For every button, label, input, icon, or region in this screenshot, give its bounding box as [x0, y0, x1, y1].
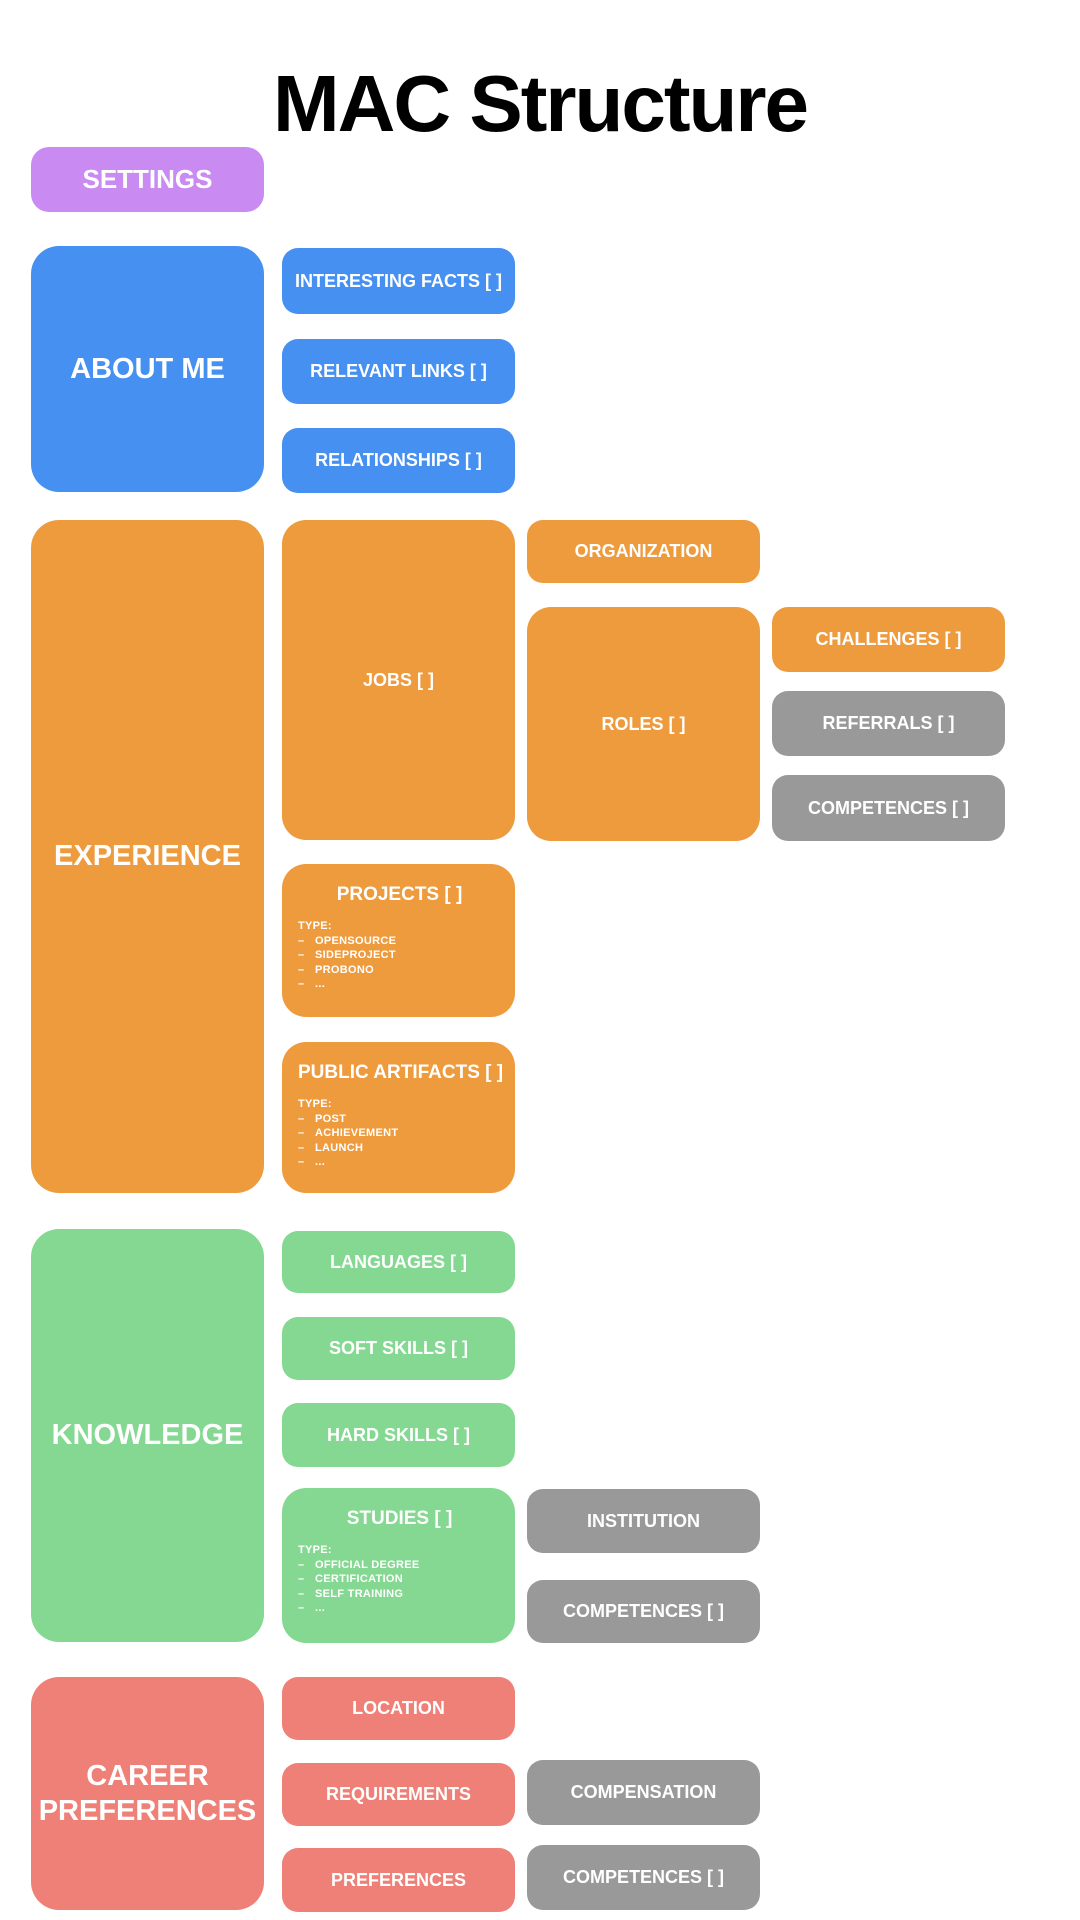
- type-label: TYPE:: [298, 1544, 332, 1556]
- node-competences-career: COMPETENCES [ ]: [527, 1845, 760, 1910]
- node-about-me-label: ABOUT ME: [70, 352, 225, 385]
- node-compensation-label: COMPENSATION: [570, 1782, 717, 1802]
- node-jobs: JOBS [ ]: [282, 520, 515, 840]
- node-referrals-label: REFERRALS [ ]: [822, 713, 955, 733]
- list-item-text: POST: [315, 1112, 347, 1125]
- node-projects: PROJECTS [ ] TYPE: –OPENSOURCE –SIDEPROJ…: [282, 864, 515, 1017]
- node-requirements-label: REQUIREMENTS: [325, 1784, 471, 1804]
- node-relevant-links: RELEVANT LINKS [ ]: [282, 339, 515, 404]
- node-public-artifacts: PUBLIC ARTIFACTS [ ] TYPE: –POST –ACHIEV…: [282, 1042, 515, 1193]
- node-location-label: LOCATION: [352, 1698, 445, 1718]
- node-requirements: REQUIREMENTS: [282, 1763, 515, 1826]
- node-challenges: CHALLENGES [ ]: [772, 607, 1005, 672]
- node-interesting-facts: INTERESTING FACTS [ ]: [282, 248, 515, 314]
- list-item-text: PROBONO: [315, 963, 374, 976]
- list-item-text: CERTIFICATION: [315, 1573, 404, 1585]
- list-item-text: OFFICIAL DEGREE: [315, 1558, 420, 1571]
- node-public-artifacts-type-list: TYPE: –POST –ACHIEVEMENT –LAUNCH –...: [298, 1097, 501, 1170]
- node-public-artifacts-label: PUBLIC ARTIFACTS [ ]: [298, 1062, 504, 1083]
- dash-marker: –: [298, 1127, 305, 1139]
- list-item: –ACHIEVEMENT: [298, 1126, 501, 1141]
- node-institution-label: INSTITUTION: [587, 1510, 700, 1531]
- node-about-me: ABOUT ME: [31, 246, 264, 492]
- node-organization: ORGANIZATION: [527, 520, 760, 583]
- node-competences-roles-label: COMPETENCES [ ]: [807, 797, 969, 818]
- list-item-text: ...: [315, 1602, 326, 1614]
- dash-marker: –: [298, 1573, 305, 1585]
- page-title: MAC Structure: [272, 58, 809, 148]
- list-item: –OFFICIAL DEGREE: [298, 1558, 501, 1573]
- node-roles: ROLES [ ]: [527, 607, 760, 841]
- node-career-preferences: CAREER PREFERENCES: [31, 1677, 264, 1910]
- node-competences-studies-label: COMPETENCES [ ]: [562, 1601, 724, 1621]
- node-relationships: RELATIONSHIPS [ ]: [282, 428, 515, 493]
- list-item: –PROBONO: [298, 963, 501, 978]
- list-item: –...: [298, 1155, 501, 1170]
- list-item: –SIDEPROJECT: [298, 948, 501, 963]
- list-item: –...: [298, 977, 501, 992]
- node-interesting-facts-label: INTERESTING FACTS [ ]: [295, 270, 502, 291]
- list-item-text: ACHIEVEMENT: [315, 1127, 399, 1139]
- list-item-text: ...: [315, 978, 326, 990]
- list-item: –...: [298, 1601, 501, 1616]
- dash-marker: –: [298, 1558, 305, 1571]
- node-career-preferences-label: CAREER PREFERENCES: [38, 1760, 257, 1827]
- node-competences-studies: COMPETENCES [ ]: [527, 1580, 760, 1643]
- dash-marker: –: [298, 1156, 305, 1168]
- dash-marker: –: [298, 1587, 305, 1600]
- list-item-text: OPENSOURCE: [315, 934, 397, 947]
- list-item: –SELF TRAINING: [298, 1587, 501, 1602]
- node-languages-label: LANGUAGES [ ]: [330, 1251, 467, 1272]
- node-relevant-links-label: RELEVANT LINKS [ ]: [310, 361, 487, 381]
- type-label: TYPE:: [298, 1098, 332, 1110]
- node-relationships-label: RELATIONSHIPS [ ]: [315, 450, 482, 470]
- node-studies: STUDIES [ ] TYPE: –OFFICIAL DEGREE –CERT…: [282, 1488, 515, 1643]
- node-location: LOCATION: [282, 1677, 515, 1740]
- node-jobs-label: JOBS [ ]: [362, 669, 434, 690]
- dash-marker: –: [298, 949, 305, 961]
- dash-marker: –: [298, 963, 305, 976]
- node-compensation: COMPENSATION: [527, 1760, 760, 1825]
- node-referrals: REFERRALS [ ]: [772, 691, 1005, 756]
- list-item: –LAUNCH: [298, 1141, 501, 1156]
- node-projects-type-list: TYPE: –OPENSOURCE –SIDEPROJECT –PROBONO …: [298, 919, 501, 992]
- list-item-text: SELF TRAINING: [315, 1587, 404, 1600]
- node-languages: LANGUAGES [ ]: [282, 1231, 515, 1293]
- node-experience-label: EXPERIENCE: [54, 840, 241, 873]
- node-preferences: PREFERENCES: [282, 1848, 515, 1912]
- list-item-text: LAUNCH: [315, 1141, 364, 1154]
- list-item-text: SIDEPROJECT: [315, 949, 396, 961]
- dash-marker: –: [298, 1602, 305, 1614]
- node-challenges-label: CHALLENGES [ ]: [815, 629, 962, 649]
- dash-marker: –: [298, 1112, 305, 1125]
- type-label: TYPE:: [298, 920, 332, 932]
- list-item-text: ...: [315, 1156, 326, 1168]
- node-projects-label: PROJECTS [ ]: [336, 884, 463, 905]
- list-item: –POST: [298, 1112, 501, 1127]
- list-item: –CERTIFICATION: [298, 1572, 501, 1587]
- dash-marker: –: [298, 1141, 305, 1154]
- node-experience: EXPERIENCE: [31, 520, 264, 1193]
- node-roles-label: ROLES [ ]: [601, 713, 686, 734]
- node-institution: INSTITUTION: [527, 1489, 760, 1553]
- node-competences-career-label: COMPETENCES [ ]: [562, 1867, 724, 1887]
- node-soft-skills: SOFT SKILLS [ ]: [282, 1317, 515, 1380]
- list-item: –OPENSOURCE: [298, 934, 501, 949]
- node-hard-skills: HARD SKILLS [ ]: [282, 1403, 515, 1467]
- node-organization-label: ORGANIZATION: [574, 541, 713, 561]
- node-studies-type-list: TYPE: –OFFICIAL DEGREE –CERTIFICATION –S…: [298, 1543, 501, 1616]
- node-settings-label: SETTINGS: [82, 164, 213, 194]
- node-studies-label: STUDIES [ ]: [346, 1508, 453, 1529]
- node-knowledge: KNOWLEDGE: [31, 1229, 264, 1642]
- node-hard-skills-label: HARD SKILLS [ ]: [327, 1424, 470, 1445]
- node-settings: SETTINGS: [31, 147, 264, 212]
- node-competences-roles: COMPETENCES [ ]: [772, 775, 1005, 841]
- node-soft-skills-label: SOFT SKILLS [ ]: [329, 1338, 468, 1358]
- dash-marker: –: [298, 978, 305, 990]
- dash-marker: –: [298, 934, 305, 947]
- node-knowledge-label: KNOWLEDGE: [51, 1419, 244, 1452]
- node-preferences-label: PREFERENCES: [330, 1869, 467, 1890]
